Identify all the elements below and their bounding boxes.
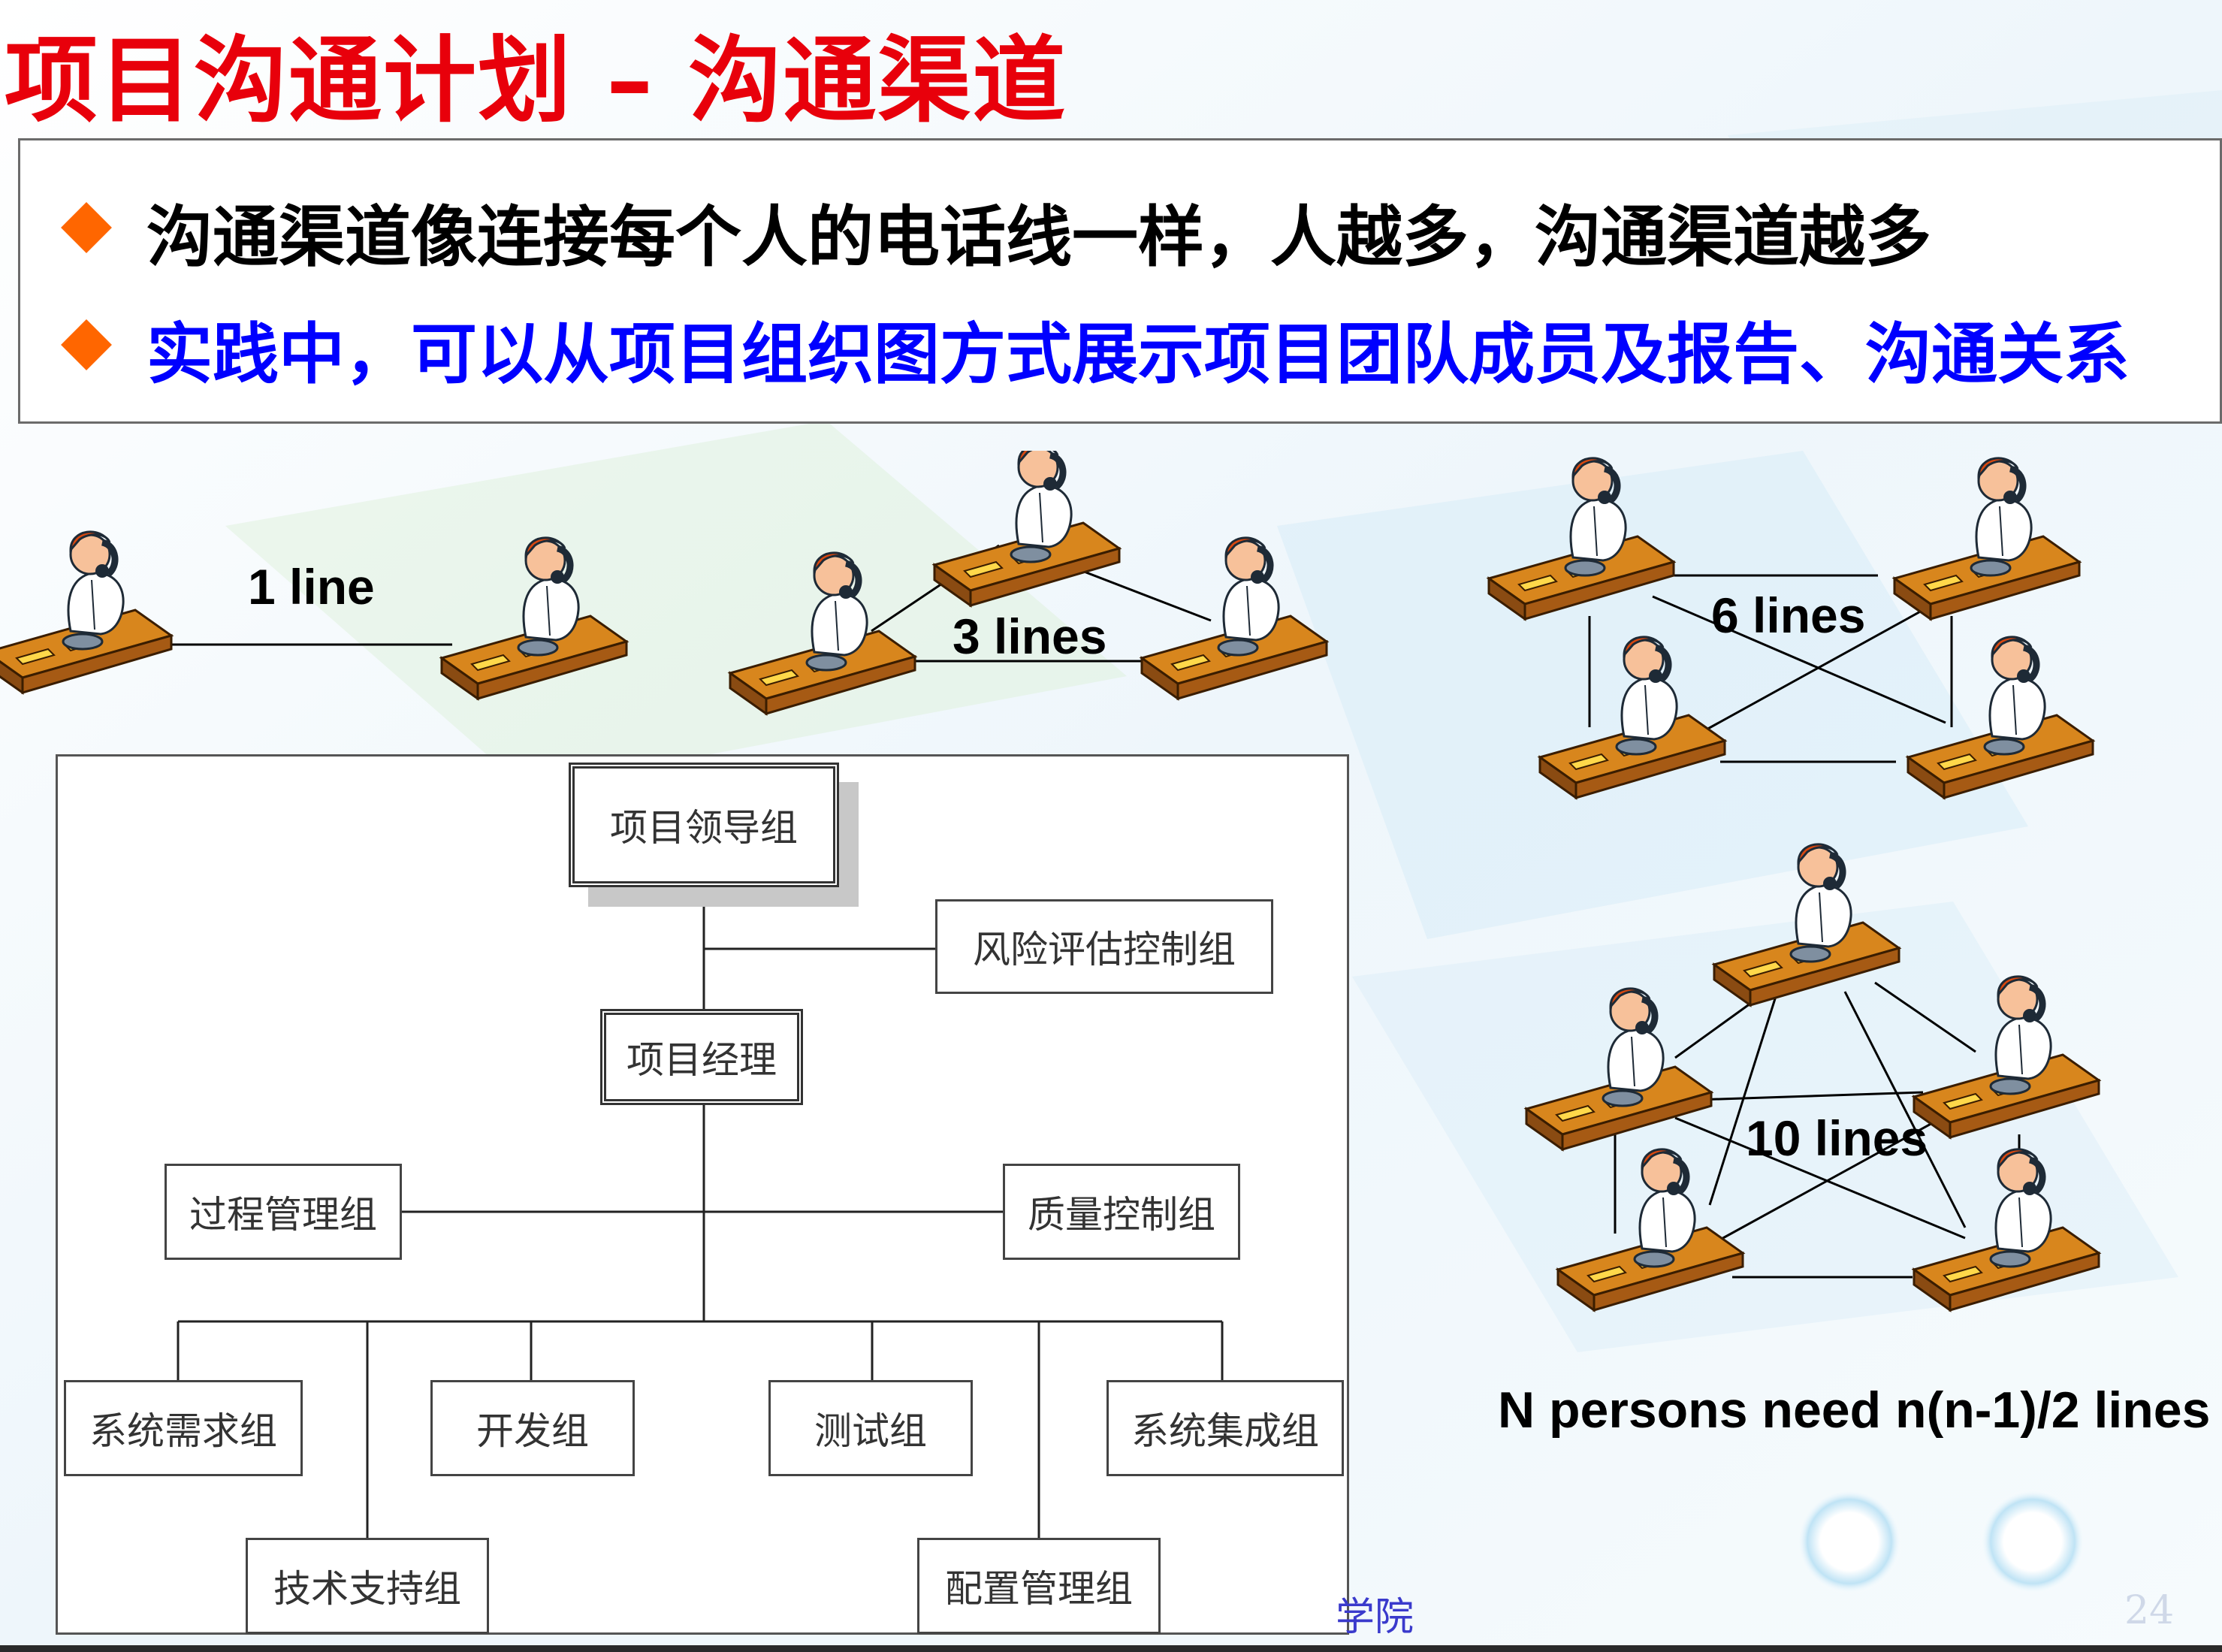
process-group-box: 过程管理组 [165, 1164, 402, 1260]
development-group-box: 开发组 [430, 1380, 635, 1476]
person-phone-icon [1714, 844, 1899, 1005]
network-four-persons: 6 lines [1489, 458, 2093, 798]
person-phone-icon [730, 553, 915, 714]
requirements-group-box: 系统需求组 [64, 1380, 303, 1476]
person-phone-icon [1914, 977, 2099, 1137]
label-1-line: 1 line [248, 559, 375, 615]
diamond-bullet-icon [61, 201, 112, 253]
person-phone-icon [1914, 1149, 2099, 1310]
network-five-persons: 10 lines [1526, 844, 2099, 1310]
slide-title: 项目沟通计划 – 沟通渠道 [5, 27, 1067, 135]
footer-text: 学院 [1336, 1595, 1414, 1640]
risk-control-box: 风险评估控制组 [935, 899, 1273, 994]
person-phone-icon [0, 532, 171, 693]
label-10-lines: 10 lines [1746, 1110, 1928, 1166]
communication-networks: 1 line 3 lines 6 lines [0, 451, 2222, 1322]
person-phone-icon [1489, 458, 1674, 619]
bullet-text-1: 沟通渠道像连接每个人的电话线一样，人越多，沟通渠道越多 [146, 198, 1932, 276]
leader-group-box: 项目领导组 [569, 763, 839, 887]
support-group-box: 技术支持组 [246, 1538, 489, 1634]
bullet-box: 沟通渠道像连接每个人的电话线一样，人越多，沟通渠道越多 实践中，可以从项目组织图… [18, 138, 2222, 424]
label-3-lines: 3 lines [953, 609, 1106, 664]
network-two-persons: 1 line [0, 532, 626, 699]
quality-group-box: 质量控制组 [1003, 1164, 1240, 1260]
project-manager-box: 项目经理 [600, 1009, 803, 1105]
network-three-persons: 3 lines [730, 451, 1327, 714]
bullet-text-2: 实践中，可以从项目组织图方式展示项目团队成员及报告、沟通关系 [146, 316, 2130, 393]
person-phone-icon [1540, 637, 1725, 798]
config-group-box: 配置管理组 [917, 1538, 1161, 1634]
integration-group-box: 系统集成组 [1106, 1380, 1344, 1476]
diamond-bullet-icon [61, 319, 112, 370]
org-chart: 项目领导组 风险评估控制组 项目经理 过程管理组 质量控制组 系统需求组 开发组… [56, 754, 1349, 1635]
testing-group-box: 测试组 [768, 1380, 973, 1476]
person-phone-icon [1558, 1149, 1743, 1310]
bullet-item-1: 沟通渠道像连接每个人的电话线一样，人越多，沟通渠道越多 [61, 184, 1932, 279]
bullet-item-2: 实践中，可以从项目组织图方式展示项目团队成员及报告、沟通关系 [61, 301, 2130, 397]
channel-formula: N persons need n(n-1)/2 lines [1498, 1382, 2211, 1439]
person-phone-icon [1526, 989, 1711, 1149]
page-number: 24 [2124, 1588, 2175, 1633]
org-chart-connectors [177, 886, 1224, 1538]
label-6-lines: 6 lines [1711, 587, 1865, 643]
bottom-divider [0, 1645, 2222, 1652]
person-phone-icon [1142, 538, 1327, 699]
person-phone-icon [442, 538, 626, 699]
person-phone-icon [934, 451, 1119, 606]
person-phone-icon [1894, 458, 2079, 619]
